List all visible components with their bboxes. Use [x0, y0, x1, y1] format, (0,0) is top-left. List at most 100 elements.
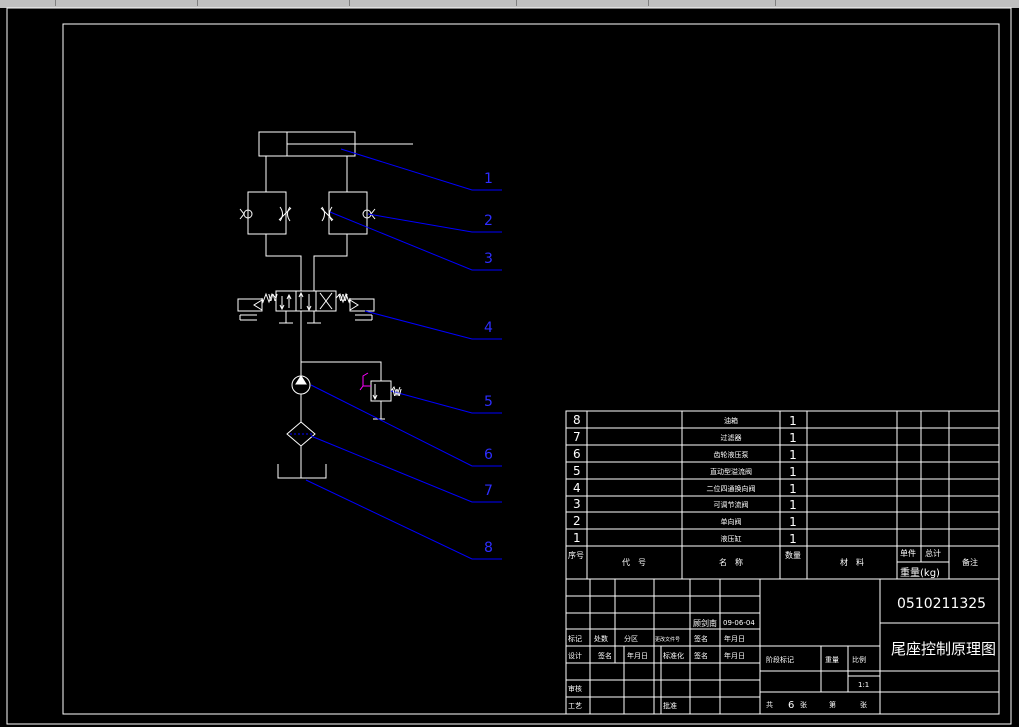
- bom-header-material: 材 料: [840, 557, 864, 567]
- document-tab[interactable]: [518, 0, 649, 6]
- bom-header-weight: 重量(kg): [900, 566, 940, 579]
- leader-lines: [305, 148, 502, 560]
- callout-label: 5: [484, 394, 493, 410]
- hydraulic-pump: [291, 375, 311, 422]
- bom-row-name: 直动型溢流阀: [710, 467, 752, 476]
- check-throttle-left: [239, 191, 292, 235]
- oil-tank: [277, 464, 327, 479]
- bom-row-qty: 1: [789, 498, 797, 512]
- label-total: 共: [766, 700, 773, 709]
- callout-group: 1 2 3 4 5 6 7 8: [484, 171, 493, 556]
- callout-label: 8: [484, 540, 493, 556]
- bom-row-name: 齿轮液压泵: [714, 450, 749, 459]
- label-sign: 签名: [694, 634, 708, 643]
- design-date: 09-06-04: [723, 619, 755, 627]
- bom-row-qty: 1: [789, 515, 797, 529]
- check-throttle-right: [320, 191, 376, 235]
- designer-name: 顾剑南: [693, 618, 717, 628]
- bom-row-name: 过滤器: [721, 433, 742, 442]
- label-review: 审核: [568, 684, 582, 693]
- label-design: 设计: [568, 651, 582, 660]
- bom-header-qty: 数量: [785, 550, 801, 560]
- bom-header-code: 代 号: [622, 557, 646, 567]
- label-weight: 重量: [825, 656, 839, 664]
- label-zone: 分区: [624, 634, 638, 643]
- bom-header-name: 名 称: [719, 557, 743, 567]
- bom-header-no: 序号: [568, 550, 584, 560]
- bom-header-remark: 备注: [962, 557, 978, 567]
- hydraulic-schematic: [237, 131, 413, 479]
- callout-label: 2: [484, 213, 493, 229]
- label-change-doc: 更改文件号: [655, 636, 680, 643]
- bom-row-name: 单向阀: [721, 517, 742, 526]
- hydraulic-cylinder: [258, 131, 413, 157]
- bom-row-no: 5: [573, 464, 581, 478]
- label-sign: 签名: [598, 651, 612, 660]
- label-mark: 标记: [568, 634, 582, 643]
- bom-row-no: 6: [573, 447, 581, 461]
- bom-header-unit: 单件: [900, 548, 916, 558]
- label-scale: 比例: [852, 655, 866, 664]
- bom-row-no: 4: [573, 481, 581, 495]
- valve-spring-label: W: [392, 388, 402, 399]
- label-standardize: 标准化: [663, 651, 684, 660]
- oil-filter: [286, 421, 316, 478]
- document-tab[interactable]: [0, 0, 56, 6]
- title-block: [565, 578, 1000, 715]
- label-process: 工艺: [568, 702, 582, 710]
- document-tab[interactable]: [650, 0, 776, 6]
- scale-value: 1:1: [858, 681, 869, 689]
- bom-names: 油箱 过滤器 齿轮液压泵 直动型溢流阀 二位四通换向阀 可调节流阀 单向阀 液压…: [707, 416, 756, 543]
- label-page-suffix: 张: [860, 700, 867, 709]
- label-ymd: 年月日: [627, 651, 648, 660]
- sheet-count: 6: [788, 700, 794, 711]
- bom-row-name: 二位四通换向阀: [707, 484, 756, 493]
- bom-row-no: 3: [573, 497, 581, 511]
- bom-row-qty: 1: [789, 482, 797, 496]
- document-tab[interactable]: [351, 0, 517, 6]
- bom-row-no: 8: [573, 413, 581, 427]
- bom-table: [565, 410, 1000, 580]
- bom-header: 序号 代 号 名 称 数量 材 料 单件 总计 重量(kg) 备注: [568, 548, 978, 579]
- label-sheets: 张: [800, 700, 807, 709]
- document-tab-bar: [0, 0, 1019, 8]
- label-sign: 签名: [694, 651, 708, 660]
- label-page: 第: [829, 700, 836, 709]
- bom-header-total: 总计: [925, 548, 941, 558]
- document-tab[interactable]: [199, 0, 350, 6]
- document-tab[interactable]: [57, 0, 198, 6]
- bom-row-no: 7: [573, 430, 581, 444]
- valve-spring-label: W: [268, 293, 278, 304]
- callout-label: 1: [484, 171, 493, 187]
- bom-row-qty: 1: [789, 448, 797, 462]
- label-approve: 批准: [663, 701, 677, 710]
- label-stage: 阶段标记: [766, 655, 794, 664]
- callout-label: 6: [484, 447, 493, 463]
- label-count: 处数: [594, 634, 608, 643]
- bom-numbers: 8 7 6 5 4 3 2 1: [573, 413, 581, 545]
- directional-valve: [237, 290, 375, 324]
- callout-label: 3: [484, 251, 493, 267]
- bom-row-name: 液压缸: [721, 534, 742, 543]
- label-ymd: 年月日: [724, 634, 745, 643]
- bom-row-name: 可调节流阀: [714, 500, 749, 509]
- bom-row-qty: 1: [789, 532, 797, 546]
- inner-frame: [62, 23, 1000, 715]
- bom-row-qty: 1: [789, 465, 797, 479]
- bom-row-no: 1: [573, 531, 581, 545]
- valve-spring-label: W: [338, 293, 348, 304]
- bom-row-name: 油箱: [724, 416, 738, 425]
- bom-row-qty: 1: [789, 414, 797, 428]
- outer-frame: [6, 7, 1012, 725]
- callout-label: 7: [484, 483, 493, 499]
- drawing-title: 尾座控制原理图: [891, 640, 996, 658]
- callout-label: 4: [484, 320, 493, 336]
- bom-qty: 1 1 1 1 1 1 1 1: [789, 414, 797, 546]
- label-ymd: 年月日: [724, 651, 745, 660]
- drawing-number: 0510211325: [897, 596, 986, 612]
- bom-row-no: 2: [573, 514, 581, 528]
- title-block-labels: 顾剑南 09-06-04 标记 处数 分区 更改文件号 签名 年月日 设计 签名…: [568, 618, 869, 711]
- bom-row-qty: 1: [789, 431, 797, 445]
